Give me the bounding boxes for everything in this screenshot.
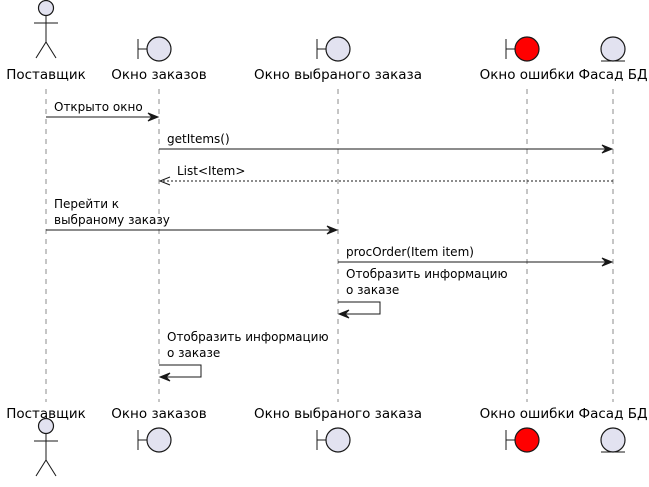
boundary-circle-bottom (514, 427, 540, 453)
message-label: Отобразить информацию (167, 330, 329, 344)
arrowhead-filled (326, 225, 339, 235)
message-5: procOrder(Item item) (338, 245, 614, 267)
message-label: procOrder(Item item) (346, 245, 474, 259)
arrowhead-filled (147, 112, 160, 122)
message-1: Открыто окно (46, 100, 160, 122)
message-line (159, 364, 202, 378)
message-label: о заказе (346, 283, 399, 297)
boundary-icon-bottom-orders (137, 427, 172, 453)
participant-label-top-selected: Окно выбраного заказа (254, 67, 422, 83)
actor-leg-right-top (45, 41, 57, 59)
participant-label-bottom-supplier: Поставщик (6, 406, 86, 422)
actor-head-top (37, 0, 55, 17)
participant-label-top-db: Фасад БД (578, 67, 647, 83)
actor-leg-left-bottom (35, 459, 47, 477)
actor-icon-bottom-supplier (34, 417, 58, 477)
arrowhead-filled (337, 309, 350, 319)
actor-leg-right-bottom (45, 459, 57, 477)
entity-icon-bottom-db (600, 427, 626, 453)
boundary-icon-bottom-error (505, 427, 540, 453)
boundary-circle-top (514, 36, 540, 62)
arrowhead-open (158, 176, 171, 186)
arrowhead-filled (158, 372, 171, 382)
entity-icon-top-db (600, 36, 626, 62)
entity-circle-top (600, 36, 626, 62)
participant-label-top-supplier: Поставщик (6, 67, 86, 83)
participant-label-top-error: Окно ошибки (480, 67, 575, 83)
entity-circle-bottom (600, 427, 626, 453)
message-label: getItems() (167, 132, 230, 146)
participant-label-bottom-selected: Окно выбраного заказа (254, 406, 422, 422)
boundary-circle-top (146, 36, 172, 62)
boundary-icon-top-orders (137, 36, 172, 62)
arrowhead-filled (601, 257, 614, 267)
arrowhead-filled (601, 144, 614, 154)
message-3: List<Item> (158, 164, 613, 186)
message-2: getItems() (159, 132, 614, 154)
message-label: Отобразить информацию (346, 267, 508, 281)
actor-icon-top-supplier (34, 0, 58, 59)
message-label: List<Item> (177, 164, 245, 178)
boundary-circle-bottom (146, 427, 172, 453)
message-label: выбраному заказу (54, 213, 170, 227)
message-label: Открыто окно (54, 100, 143, 114)
actor-leg-left-top (35, 41, 47, 59)
boundary-circle-top (325, 36, 351, 62)
message-label: Перейти к (54, 197, 119, 211)
boundary-icon-bottom-selected (316, 427, 351, 453)
message-line (338, 301, 381, 315)
participant-label-bottom-orders: Окно заказов (111, 406, 206, 422)
participant-label-bottom-error: Окно ошибки (480, 406, 575, 422)
message-6: Отобразить информацию о заказе (337, 267, 508, 319)
message-7: Отобразить информацию о заказе (158, 330, 329, 382)
boundary-circle-bottom (325, 427, 351, 453)
message-label: о заказе (167, 346, 220, 360)
message-4: Перейти к выбраному заказу (46, 197, 339, 235)
participant-label-bottom-db: Фасад БД (578, 406, 647, 422)
participant-label-top-orders: Окно заказов (111, 67, 206, 83)
boundary-icon-top-error (505, 36, 540, 62)
boundary-icon-top-selected (316, 36, 351, 62)
